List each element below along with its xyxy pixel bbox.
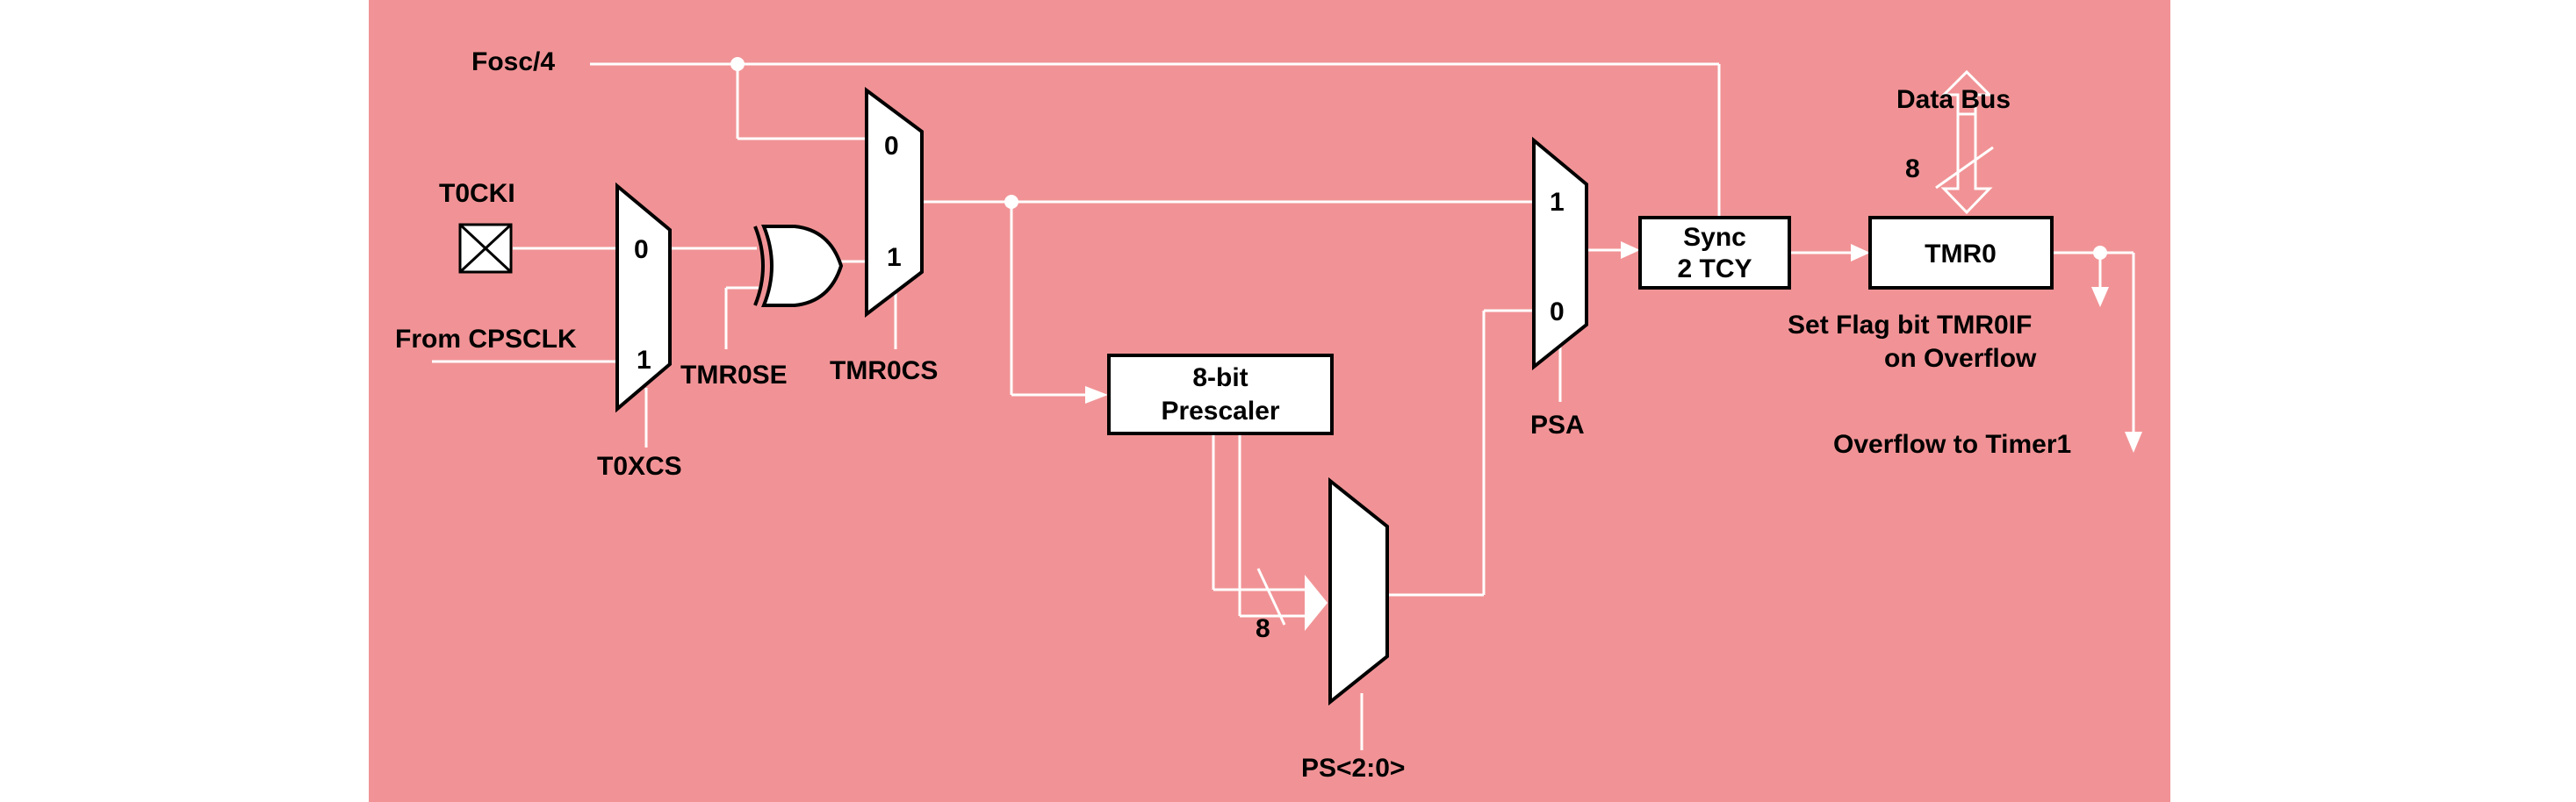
from-cpsclk-label: From CPSCLK xyxy=(395,325,577,354)
mux-t0xcs-in1: 1 xyxy=(637,346,651,375)
ps-label: PS<2:0> xyxy=(1301,754,1405,783)
mux-psa-in0: 0 xyxy=(1550,297,1565,326)
mux-ps xyxy=(1328,476,1389,706)
data-bus-arrow xyxy=(1940,69,1993,215)
tmr0cs-label: TMR0CS xyxy=(830,356,938,385)
junction-fosc xyxy=(730,57,745,71)
set-flag-line2: on Overflow xyxy=(1884,344,2037,373)
data-bus-label: Data Bus xyxy=(1896,85,2011,114)
mux-tmr0cs-in1: 1 xyxy=(887,243,902,272)
crossed-box-pin-icon xyxy=(458,223,513,274)
mux-t0xcs-in0: 0 xyxy=(634,235,649,264)
fosc4-label: Fosc/4 xyxy=(471,47,555,76)
prescaler-label-line1: 8-bit xyxy=(1192,363,1248,392)
mux-psa-in1: 1 xyxy=(1550,188,1565,217)
sync-block: Sync 2 TCY xyxy=(1638,216,1791,290)
junction-tmr0-out xyxy=(2093,246,2107,260)
set-flag-line1: Set Flag bit TMR0IF xyxy=(1788,311,2032,340)
t0xcs-label: T0XCS xyxy=(597,452,682,481)
prescaler-label-line2: Prescaler xyxy=(1161,397,1279,426)
mux-t0xcs: 0 1 xyxy=(615,182,672,413)
sync-label-line1: Sync xyxy=(1683,223,1746,252)
tmr0-label: TMR0 xyxy=(1925,240,1997,269)
mux-tmr0cs-in0: 0 xyxy=(884,132,899,161)
sync-label-line2: 2 TCY xyxy=(1677,254,1752,283)
mux-psa: 1 0 xyxy=(1532,136,1588,371)
data-bus-width: 8 xyxy=(1905,154,1920,183)
psa-label: PSA xyxy=(1530,411,1585,440)
junction-clock xyxy=(1004,195,1018,209)
t0cki-label: T0CKI xyxy=(439,179,515,208)
prescaler-bus-width: 8 xyxy=(1256,614,1270,643)
tmr0-block: TMR0 xyxy=(1868,216,2054,290)
overflow-label: Overflow to Timer1 xyxy=(1833,430,2071,459)
prescaler-block: 8-bit Prescaler xyxy=(1107,354,1334,435)
mux-tmr0cs: 0 1 xyxy=(865,87,924,319)
xor-gate-icon xyxy=(753,225,844,307)
tmr0se-label: TMR0SE xyxy=(680,361,788,390)
